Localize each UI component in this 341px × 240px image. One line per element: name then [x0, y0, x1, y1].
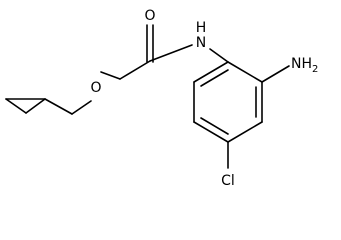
amino-nh-text: NH: [291, 56, 312, 72]
molecule-diagram: O N H O NH2 Cl: [5, 8, 318, 189]
bond-ring-3: [227, 121, 263, 143]
bonds: [5, 24, 290, 169]
bond-ring-inner-3: [200, 69, 229, 87]
amide-hydrogen-label: H: [196, 20, 207, 36]
carbonyl-oxygen-label: O: [144, 8, 155, 24]
bond-cyclopropyl-2: [5, 98, 27, 114]
bond-n-ring: [209, 48, 229, 63]
bond-cyclopropyl-3: [25, 98, 46, 114]
bond-ring-6: [193, 61, 229, 83]
structure-canvas: O N H O NH2 Cl: [5, 8, 318, 189]
bond-ch2-ether-o: [71, 100, 92, 115]
bond-ring-inner-2: [200, 117, 229, 135]
amino-subscript-text: 2: [312, 64, 318, 75]
bond-ring-1: [227, 61, 263, 83]
bond-carbonyl-n: [149, 44, 193, 62]
ether-oxygen-label: O: [90, 80, 101, 96]
bond-ether-o-ch2: [100, 71, 121, 80]
bond-ring-4: [193, 121, 229, 143]
amide-nitrogen-label: N: [196, 35, 206, 51]
bond-ring-amino: [261, 65, 290, 83]
amino-group-label: NH2: [291, 56, 318, 75]
chlorine-label: Cl: [221, 173, 235, 189]
bond-ch2-carbonyl: [119, 60, 151, 80]
bond-ring-ch2: [44, 98, 73, 115]
atom-labels: O N H O NH2 Cl: [90, 8, 318, 189]
